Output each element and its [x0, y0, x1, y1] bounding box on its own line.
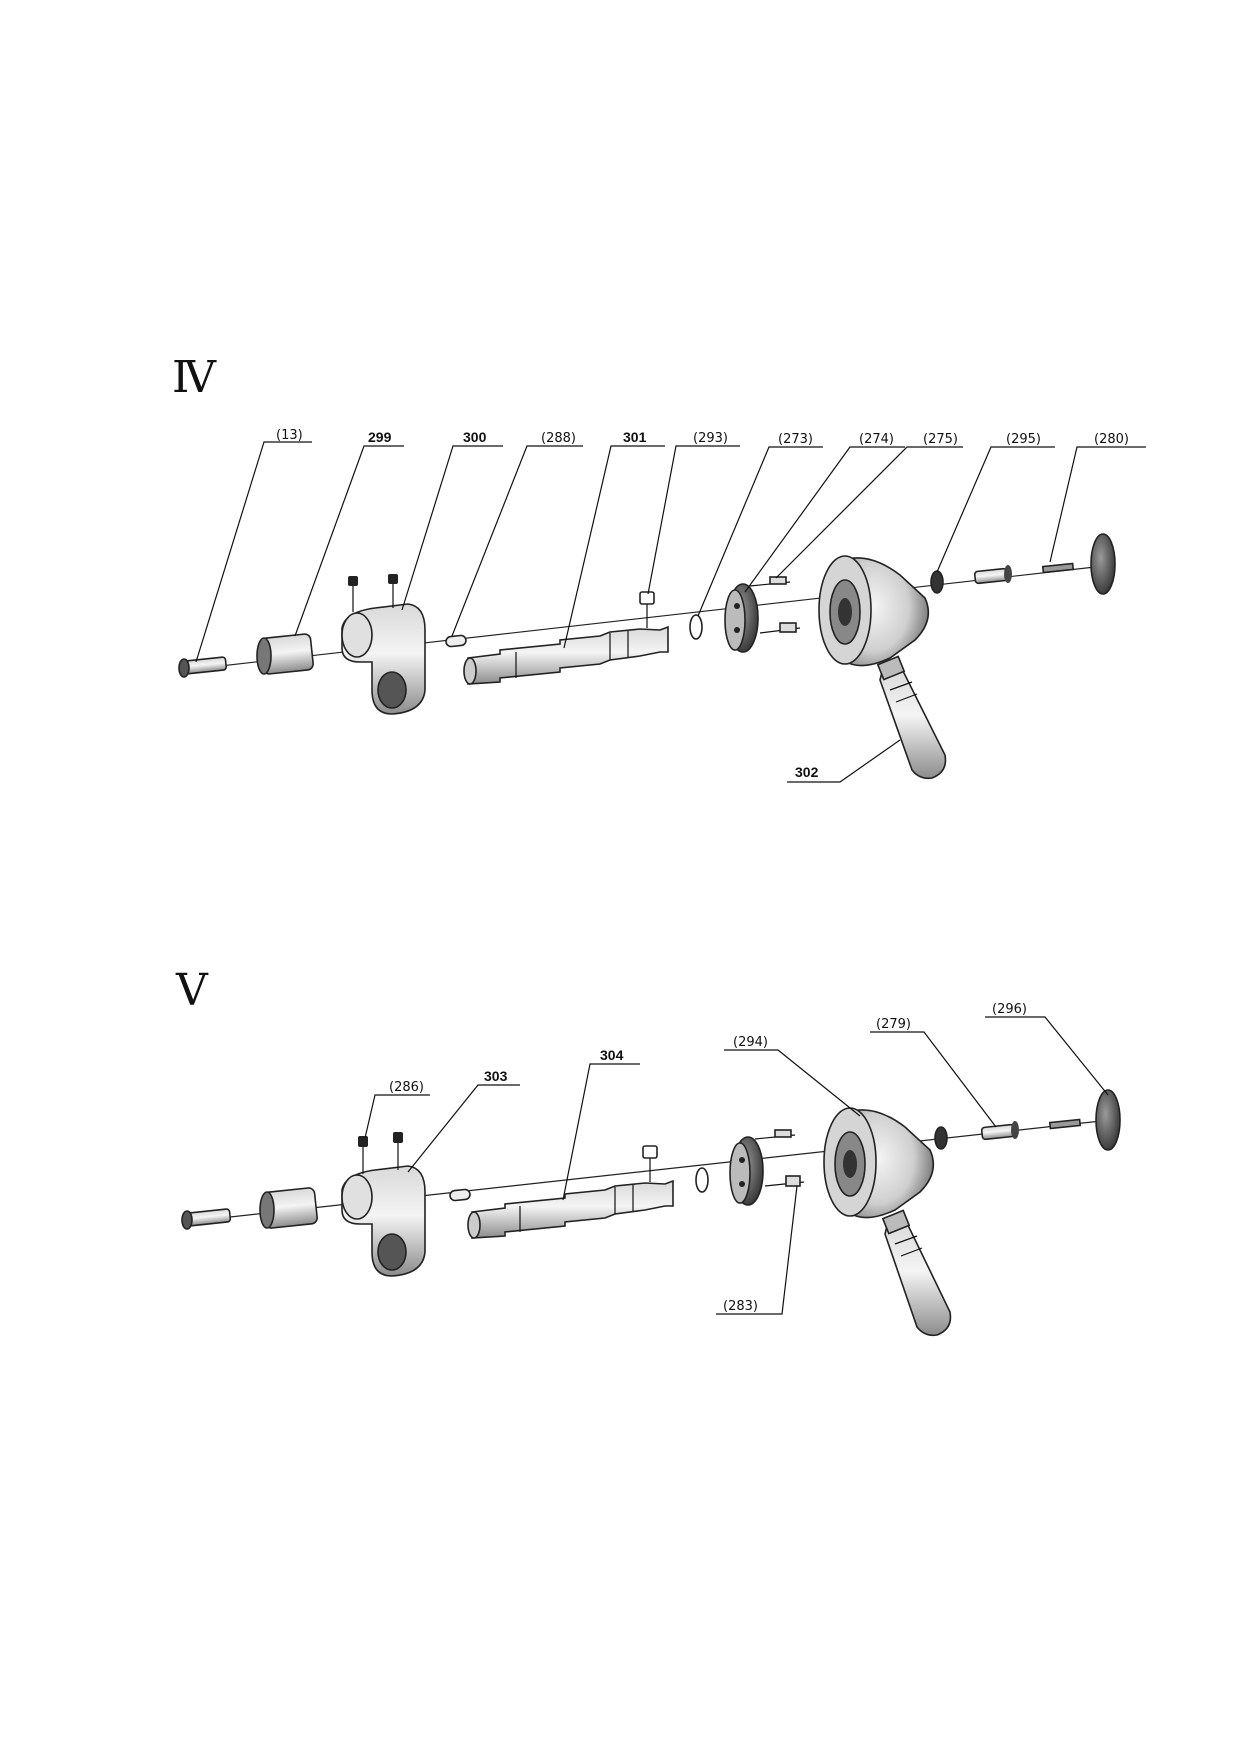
part-key-small-v	[642, 1145, 658, 1182]
part-key-293	[639, 591, 655, 628]
part-flange-274	[724, 583, 759, 653]
assembly-axis-v	[184, 1119, 1111, 1223]
part-key-v	[449, 1188, 471, 1202]
part-shaft-304	[467, 1179, 674, 1239]
section-v-drawing: (286) 303 304 (294) (279) (296) (283)	[181, 1002, 1121, 1337]
label-300: 300	[463, 429, 487, 445]
label-303: 303	[484, 1068, 508, 1084]
labels-iv: (13) 299 300 (288) 301 (293) (273) (274)…	[195, 428, 1146, 783]
part-washer-v2	[934, 1126, 948, 1150]
label-13: (13)	[276, 428, 303, 443]
part-handle-302	[876, 655, 947, 780]
part-cone-housing	[818, 555, 930, 667]
label-280: (280)	[1094, 432, 1129, 447]
section-title-v: Ⅴ	[176, 965, 208, 1016]
part-screws-275	[749, 576, 801, 634]
label-273: (273)	[778, 432, 813, 447]
part-crank-arm-303	[341, 1132, 426, 1277]
label-293: (293)	[693, 431, 728, 446]
part-screws-283	[754, 1129, 805, 1187]
label-301: 301	[623, 429, 647, 445]
label-295: (295)	[1006, 432, 1041, 447]
part-washer-295	[930, 570, 944, 594]
label-302: 302	[795, 764, 819, 780]
part-rod-v	[1048, 1118, 1082, 1130]
label-299: 299	[368, 429, 392, 445]
part-pin	[973, 565, 1012, 585]
part-bushing-v	[259, 1187, 318, 1229]
part-bushing-299	[256, 633, 314, 675]
part-key-288	[445, 634, 467, 648]
label-279: (279)	[876, 1017, 911, 1032]
label-304: 304	[600, 1047, 624, 1063]
part-cone-housing-294	[823, 1107, 935, 1219]
part-end-cap	[1090, 533, 1116, 595]
part-bolt-13	[178, 656, 228, 678]
part-pin-279	[980, 1121, 1019, 1141]
labels-v: (286) 303 304 (294) (279) (296) (283)	[364, 1002, 1109, 1315]
label-286: (286)	[389, 1080, 424, 1095]
section-title-iv: Ⅳ	[172, 352, 216, 403]
label-283: (283)	[723, 1299, 758, 1314]
part-end-cap-296	[1095, 1089, 1121, 1151]
part-shaft-301	[463, 625, 669, 685]
label-275: (275)	[923, 432, 958, 447]
part-bolt-v	[181, 1208, 232, 1230]
label-288: (288)	[541, 431, 576, 446]
label-296: (296)	[992, 1002, 1027, 1017]
part-handle-v	[881, 1209, 952, 1337]
part-crank-arm-300	[341, 574, 426, 715]
part-rod-280	[1041, 562, 1075, 574]
part-washer-v	[695, 1167, 709, 1193]
part-flange-v	[729, 1136, 764, 1206]
label-274: (274)	[859, 432, 894, 447]
label-294: (294)	[733, 1035, 768, 1050]
section-iv-drawing: (13) 299 300 (288) 301 (293) (273) (274)…	[178, 428, 1146, 783]
part-washer-273	[689, 614, 703, 640]
